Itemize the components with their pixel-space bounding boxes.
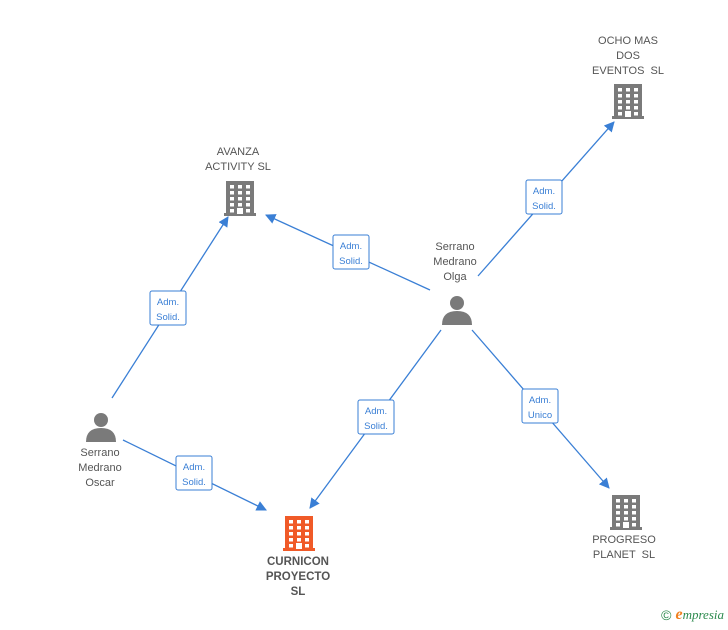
node-label: PROYECTO (266, 571, 330, 583)
building-icon (283, 516, 315, 551)
node-label: SL (291, 586, 306, 598)
node-label: Oscar (85, 477, 115, 489)
edge-label-text: Adm. (157, 297, 179, 308)
edge-label-text: Adm. (533, 186, 555, 197)
edge-label-text: Adm. (340, 241, 362, 252)
edge-label-text: Adm. (529, 395, 551, 406)
edge-label-text: Solid. (182, 477, 206, 488)
node-label: OCHO MAS (598, 35, 658, 47)
node-label: Serrano (80, 447, 119, 459)
edge-label-text: Solid. (364, 421, 388, 432)
edge-label-olga-to-avanza[interactable]: Adm. Solid. (332, 234, 370, 270)
copyright-icon: © (661, 607, 672, 623)
edge-label-olga-to-curnicon[interactable]: Adm. Solid. (357, 399, 395, 435)
edge-label-olga-to-ocho[interactable]: Adm. Solid. (525, 179, 563, 215)
node-avanza[interactable]: AVANZA ACTIVITY SL (205, 146, 271, 216)
node-label: DOS (616, 50, 640, 62)
node-label: CURNICON (267, 556, 329, 568)
node-label: EVENTOS SL (592, 65, 664, 77)
edge-label-text: Adm. (183, 462, 205, 473)
node-progreso[interactable]: PROGRESO PLANET SL (592, 495, 656, 561)
edge-label-oscar-to-curnicon[interactable]: Adm. Solid. (175, 455, 213, 491)
edge-label-text: Adm. (365, 406, 387, 417)
edge-label-text: Solid. (339, 256, 363, 267)
person-icon (442, 296, 472, 325)
edge-label-olga-to-progreso[interactable]: Adm. Unico (521, 388, 559, 424)
edge-label-text: Unico (528, 410, 552, 421)
node-ocho[interactable]: OCHO MAS DOS EVENTOS SL (592, 35, 664, 119)
node-label: Medrano (433, 256, 476, 268)
building-icon (224, 181, 256, 216)
node-curnicon[interactable]: CURNICON PROYECTO SL (266, 516, 330, 598)
node-label: AVANZA (217, 146, 260, 158)
node-label: PLANET SL (593, 549, 655, 561)
person-icon (86, 413, 116, 442)
node-label: ACTIVITY SL (205, 161, 271, 173)
footer-brand: © empresia (661, 606, 724, 624)
building-icon (612, 84, 644, 119)
edge-label-text: Solid. (532, 201, 556, 212)
edge-label-text: Solid. (156, 312, 180, 323)
edge-label-oscar-to-avanza[interactable]: Adm. Solid. (149, 290, 187, 326)
node-label: Olga (443, 271, 467, 283)
node-label: PROGRESO (592, 534, 656, 546)
node-label: Medrano (78, 462, 121, 474)
building-icon (610, 495, 642, 530)
node-label: Serrano (435, 241, 474, 253)
brand-logo[interactable]: empresia (675, 606, 724, 623)
